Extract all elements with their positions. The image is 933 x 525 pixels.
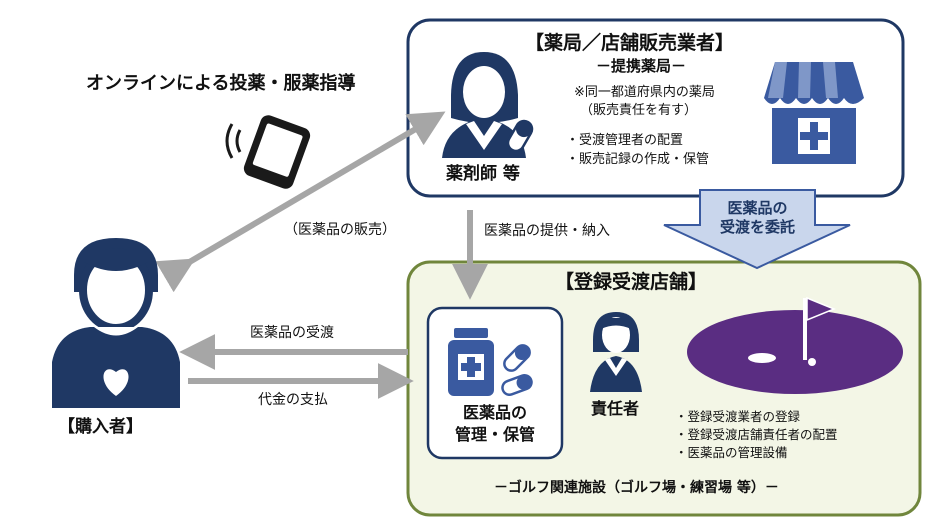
pharmacy-note-sub: （販売責任を有す）: [580, 103, 698, 118]
storage-label-line2: 管理・保管: [454, 425, 535, 444]
pharmacy-bullet: ・販売記録の作成・保管: [566, 152, 710, 167]
payment-label: 代金の支払: [258, 392, 328, 408]
sale-label: （医薬品の販売）: [284, 222, 396, 238]
store-bullet: ・登録受渡業者の登録: [675, 409, 801, 424]
smartphone-icon: [225, 115, 311, 189]
store-footer: －ゴルフ関連施設（ゴルフ場・練習場 等）－: [494, 480, 779, 496]
buyer-icon: [52, 238, 180, 408]
medicine-icon: [448, 328, 533, 396]
buyer-label: 【購入者】: [58, 417, 143, 437]
pharmacy-subtitle: －提携薬局－: [596, 57, 687, 75]
pharmacist-icon: [442, 52, 534, 158]
supply-label: 医薬品の提供・納入: [484, 223, 610, 239]
pharmacy-bullet: ・受渡管理者の配置: [566, 133, 684, 148]
pharmacy-note: ※同一都道府県内の薬局: [574, 85, 715, 100]
manager-label: 責任者: [591, 399, 640, 418]
pharmacist-label: 薬剤師 等: [446, 164, 520, 184]
pharmacy-title: 【薬局／店舗販売業者】: [525, 32, 735, 54]
golf-icon: [687, 296, 903, 394]
delegate-label-line2: 受渡を委託: [719, 218, 795, 236]
store-icon: [764, 62, 864, 164]
storage-label-line1: 医薬品の: [462, 403, 527, 422]
delegate-arrow: [663, 189, 851, 270]
sale-arrow: [155, 111, 446, 293]
store-bullet: ・医薬品の管理設備: [675, 445, 788, 460]
store-bullet: ・登録受渡店舗責任者の配置: [675, 427, 838, 442]
store-title: 【登録受渡店舗】: [555, 271, 708, 293]
heart-icon: [103, 369, 129, 396]
online-guidance-label: オンラインによる投薬・服薬指導: [86, 73, 356, 94]
delegate-label-line1: 医薬品の: [727, 199, 788, 217]
manager-icon: [590, 312, 642, 392]
receive-label: 医薬品の受渡: [250, 325, 334, 341]
